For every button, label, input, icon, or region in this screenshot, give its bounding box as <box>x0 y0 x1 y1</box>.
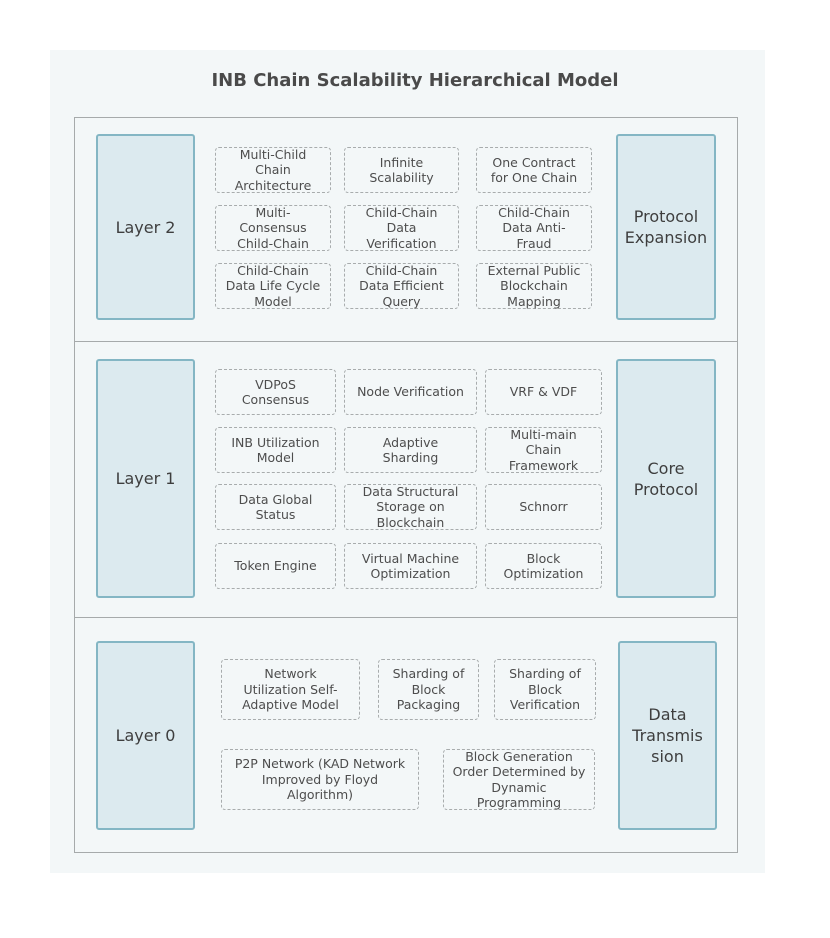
box-child-chain-data-efficient-query: Child-Chain Data Efficient Query <box>344 263 459 309</box>
box-vrf-vdf: VRF & VDF <box>485 369 602 415</box>
box-adaptive-sharding: Adaptive Sharding <box>344 427 477 473</box>
box-multi-main-chain-framework: Multi-main Chain Framework <box>485 427 602 473</box>
box-multi-consensus-child-chain: Multi- Consensus Child-Chain <box>215 205 331 251</box>
box-schnorr: Schnorr <box>485 484 602 530</box>
box-node-verification: Node Verification <box>344 369 477 415</box>
box-child-chain-data-life-cycle: Child-Chain Data Life Cycle Model <box>215 263 331 309</box>
box-block-generation-order: Block Generation Order Determined by Dyn… <box>443 749 595 810</box>
box-data-structural-storage: Data Structural Storage on Blockchain <box>344 484 477 530</box>
layer-0-label: Layer 0 <box>96 641 195 830</box>
box-token-engine: Token Engine <box>215 543 336 589</box>
box-block-optimization: Block Optimization <box>485 543 602 589</box>
layer-0-category: Data Transmis sion <box>618 641 717 830</box>
layer-1-label: Layer 1 <box>96 359 195 598</box>
box-infinite-scalability: Infinite Scalability <box>344 147 459 193</box>
layer-2-category: Protocol Expansion <box>616 134 716 320</box>
box-external-public-blockchain-mapping: External Public Blockchain Mapping <box>476 263 592 309</box>
box-sharding-block-verification: Sharding of Block Verification <box>494 659 596 720</box>
layer-1-category: Core Protocol <box>616 359 716 598</box>
box-sharding-block-packaging: Sharding of Block Packaging <box>378 659 479 720</box>
box-network-utilization-model: Network Utilization Self- Adaptive Model <box>221 659 360 720</box>
box-p2p-network: P2P Network (KAD Network Improved by Flo… <box>221 749 419 810</box>
box-child-chain-data-anti-fraud: Child-Chain Data Anti- Fraud <box>476 205 592 251</box>
box-vdpos-consensus: VDPoS Consensus <box>215 369 336 415</box>
box-inb-utilization-model: INB Utilization Model <box>215 427 336 473</box>
box-child-chain-data-verification: Child-Chain Data Verification <box>344 205 459 251</box>
box-data-global-status: Data Global Status <box>215 484 336 530</box>
layer-2-label: Layer 2 <box>96 134 195 320</box>
box-virtual-machine-optimization: Virtual Machine Optimization <box>344 543 477 589</box>
box-multi-child-chain-architecture: Multi-Child Chain Architecture <box>215 147 331 193</box>
box-one-contract-one-chain: One Contract for One Chain <box>476 147 592 193</box>
layer-0-frame <box>74 617 738 853</box>
diagram-title: INB Chain Scalability Hierarchical Model <box>211 70 619 91</box>
